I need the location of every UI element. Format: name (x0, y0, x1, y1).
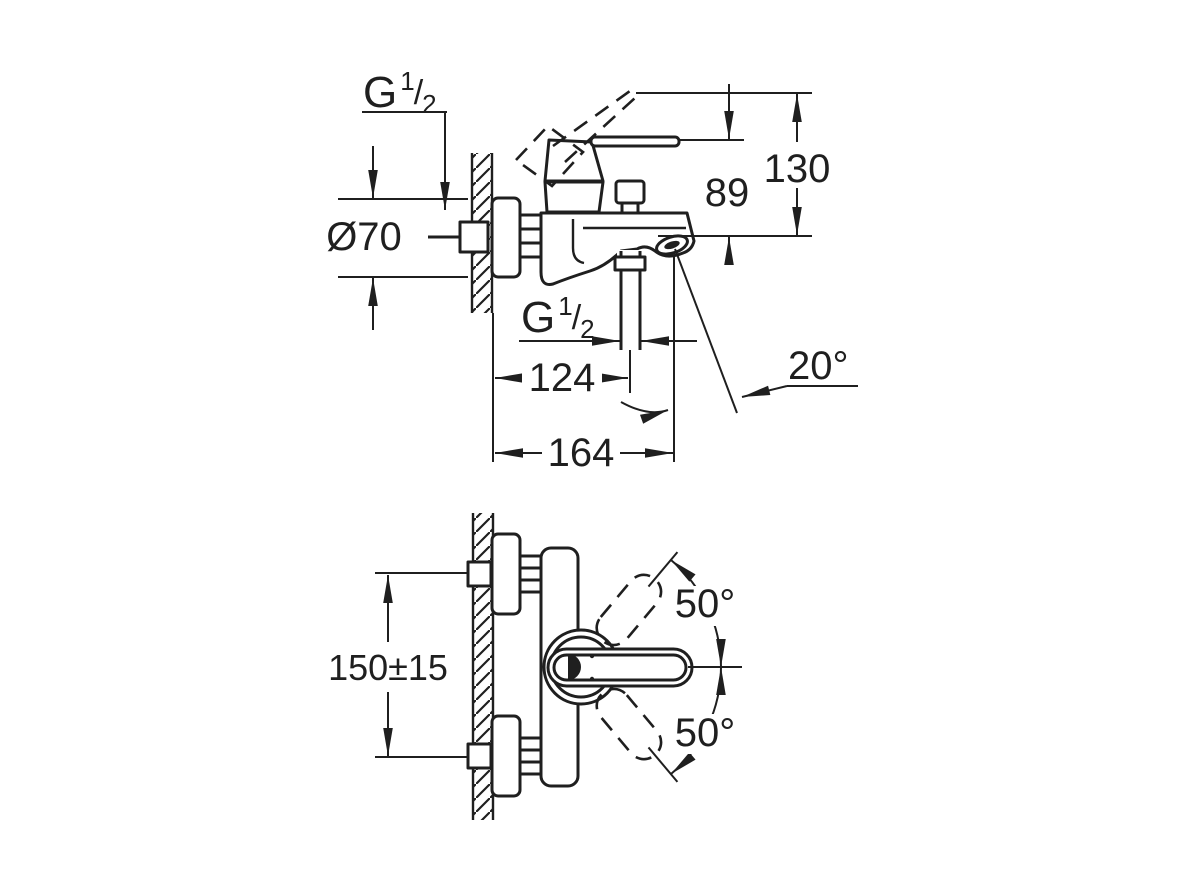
mixer-body (539, 211, 696, 286)
escutcheon-diameter-label: Ø70 (326, 215, 402, 259)
aerator-spout-tip (655, 234, 689, 256)
wall-section (470, 153, 494, 462)
lever-handle-raised-dashed (514, 89, 637, 188)
dim-offset-124: 124 (495, 356, 628, 400)
diverter-knob (614, 179, 646, 215)
handle-swivel-up-dashed (595, 551, 679, 647)
thread-supply-base: G (363, 68, 397, 117)
escutcheon (490, 196, 522, 279)
escutcheon-lower (490, 714, 522, 798)
union-nut (518, 213, 544, 259)
supply-union (428, 220, 490, 254)
thread-outlet-base: G (521, 293, 555, 342)
dim-swivel-upper: 50° (670, 559, 738, 668)
supply-union-lower (466, 742, 493, 770)
lever-height-label: 89 (705, 171, 750, 215)
wall-section-plan (471, 513, 495, 820)
upper-connection (466, 532, 544, 616)
thread-supply-sup: 1 (400, 66, 414, 96)
dim-escutcheon-diameter: Ø70 (326, 146, 468, 330)
supply-union-upper (466, 560, 493, 588)
wall-hatching-plan (473, 513, 493, 820)
spray-direction-line (674, 248, 738, 414)
lever-handle (543, 135, 681, 183)
overall-depth-label: 164 (548, 431, 615, 475)
thread-outlet-slash: / (572, 299, 582, 337)
spray-angle-label: 20° (788, 344, 849, 388)
union-nut-upper (518, 554, 544, 594)
swivel-angle-lower-label: 50° (675, 711, 736, 755)
outlet-offset-label: 124 (529, 356, 596, 400)
handle-swivel-down-dashed (595, 687, 679, 783)
connection-spacing-label: 150±15 (328, 647, 448, 688)
dim-spray-angle-20: 20° (620, 248, 858, 424)
handle-indicator-mark (568, 654, 581, 680)
thread-outlet-sub: 2 (580, 314, 594, 344)
union-nut-lower (518, 736, 544, 776)
dim-connection-spacing: 150±15 (328, 572, 468, 758)
dim-height-89: 89 (705, 84, 750, 265)
thread-outlet-sup: 1 (558, 291, 572, 321)
plan-view: 50° 50° 150±15 (328, 513, 742, 820)
dim-height-130: 130 (761, 94, 833, 235)
cartridge-neck (543, 180, 605, 214)
lever-raised-height-label: 130 (764, 147, 831, 191)
dim-depth-164: 164 (495, 431, 673, 475)
shower-outlet-pipe (613, 250, 647, 393)
lower-connection (466, 714, 544, 798)
dim-swivel-lower: 50° (670, 666, 738, 775)
thread-supply-sub: 2 (422, 89, 436, 119)
escutcheon-upper (490, 532, 522, 616)
swivel-angle-upper-label: 50° (675, 582, 736, 626)
thread-supply-slash: / (414, 74, 424, 112)
lever-handle-plan (546, 647, 694, 688)
